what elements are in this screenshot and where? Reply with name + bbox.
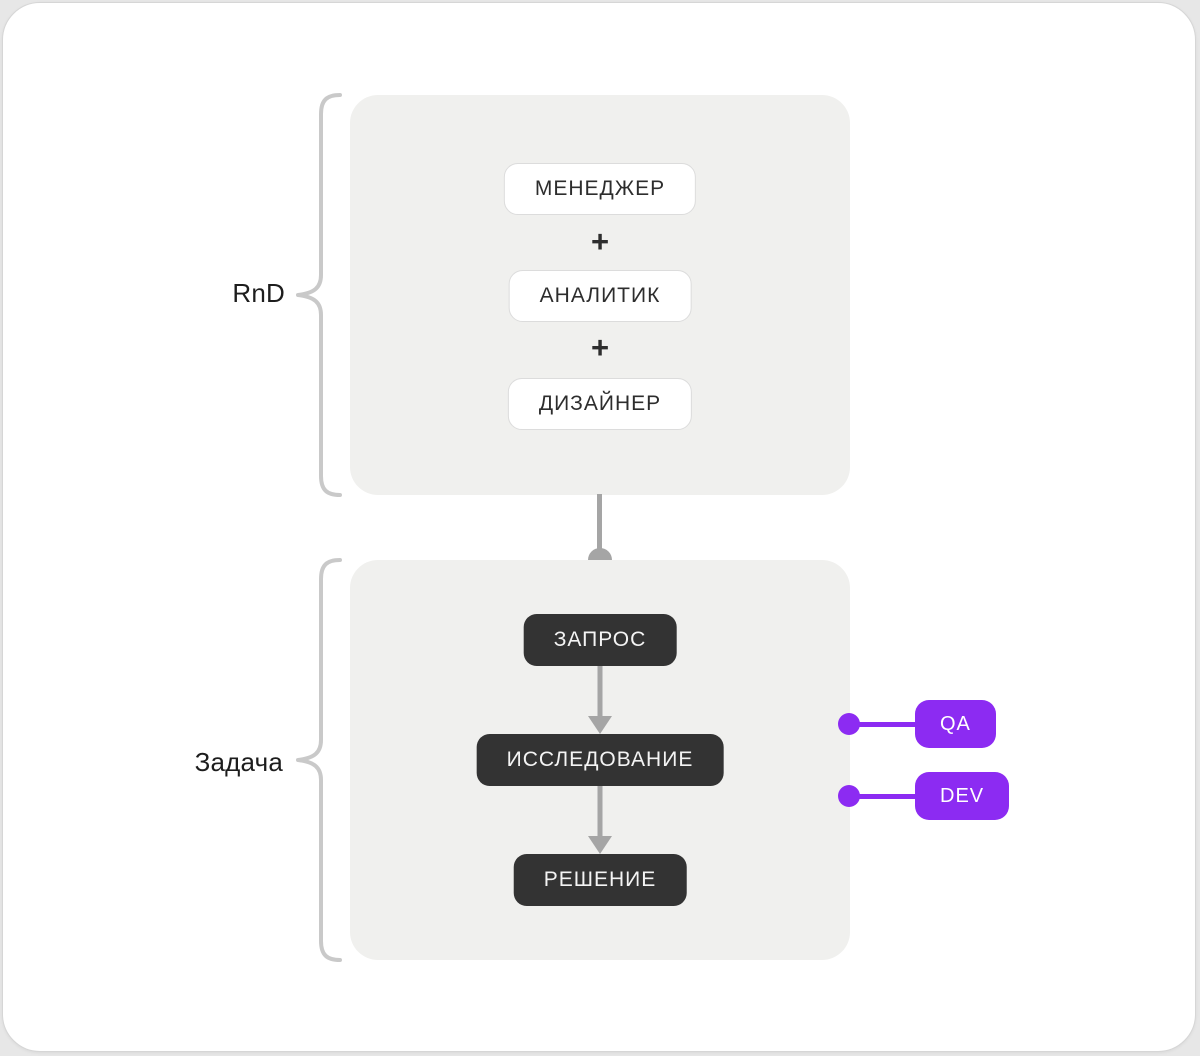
dev-connector-line xyxy=(849,794,917,799)
qa-connector-line xyxy=(849,722,917,727)
qa-badge: QA xyxy=(915,700,996,748)
down-arrow-icon xyxy=(588,786,612,854)
step-pill-research: ИССЛЕДОВАНИЕ xyxy=(476,734,724,786)
rnd-brace xyxy=(296,93,342,497)
task-label: Задача xyxy=(194,747,283,777)
step-pill-request: ЗАПРОС xyxy=(523,614,677,666)
role-pill-manager: МЕНЕДЖЕР xyxy=(503,163,697,215)
dev-badge: DEV xyxy=(915,772,1010,820)
group-connector-line xyxy=(597,494,602,550)
step-pill-solution: РЕШЕНИЕ xyxy=(513,854,687,906)
task-brace xyxy=(296,558,342,962)
role-pill-analyst: АНАЛИТИК xyxy=(508,270,692,322)
down-arrow-icon xyxy=(588,666,612,734)
plus-separator: + xyxy=(590,330,610,365)
rnd-label: RnD xyxy=(232,278,285,308)
role-pill-designer: ДИЗАЙНЕР xyxy=(507,378,693,430)
plus-separator: + xyxy=(590,224,610,259)
